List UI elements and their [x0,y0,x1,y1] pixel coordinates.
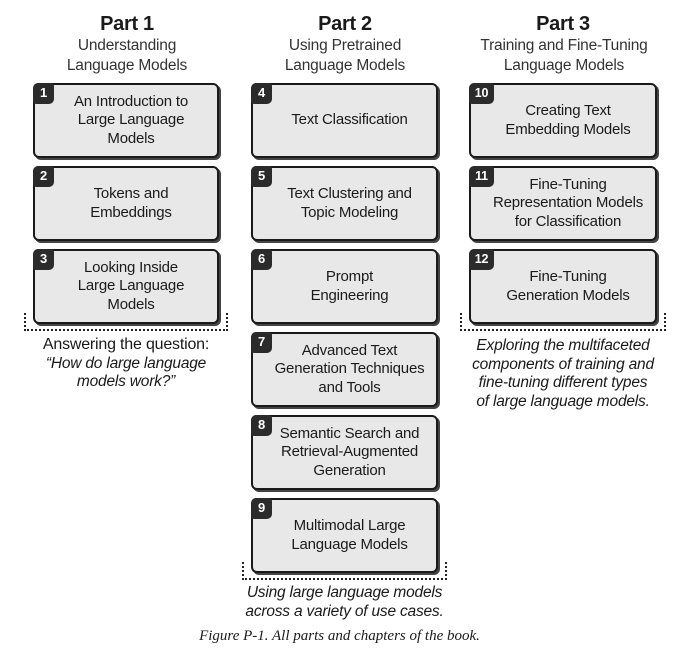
part-3-title: Part 3 [536,13,590,35]
chapter-number-badge: 5 [251,166,272,187]
part-2-bracket [242,562,447,580]
chapter-number-badge: 2 [33,166,54,187]
part-1-title: Part 1 [100,13,154,35]
chapter-number-badge: 6 [251,249,272,270]
part-1-subtitle: Understanding Language Models [22,36,232,76]
part-1-bracket [24,313,228,331]
part-1-subtitle-line: Understanding [77,37,177,54]
chapter-number-badge: 9 [251,498,272,519]
chapter-title: Text Classification [291,111,408,129]
part-1-subtitle-line: Language Models [66,57,188,74]
part-3-subtitle-line: Training and Fine-Tuning [480,37,648,54]
chapter-number-badge: 12 [469,249,494,270]
part-2-subtitle: Using Pretrained Language Models [240,36,450,76]
chapter-4-card: 4 Text Classification [251,83,438,158]
chapter-number-badge: 10 [469,83,494,104]
chapter-number-badge: 11 [469,166,494,187]
part-2-subtitle-line: Using Pretrained [288,37,402,54]
chapter-number-badge: 1 [33,83,54,104]
part-3-caption: Exploring the multifaceted components of… [472,337,654,410]
part-3-subtitle: Training and Fine-Tuning Language Models [458,36,670,76]
chapter-number-badge: 3 [33,249,54,270]
part-1-caption: Answering the question: “How do large la… [42,336,210,390]
figure-caption: Figure P-1. All parts and chapters of th… [199,628,480,644]
part-2-title: Part 2 [318,13,372,35]
part-3-bracket [460,313,666,331]
chapter-number-badge: 8 [251,415,272,436]
part-3-subtitle-line: Language Models [503,57,625,74]
chapter-number-badge: 7 [251,332,272,353]
part-2-subtitle-line: Language Models [284,57,406,74]
part-2-caption: Using large language models across a var… [245,584,444,620]
chapter-number-badge: 4 [251,83,272,104]
